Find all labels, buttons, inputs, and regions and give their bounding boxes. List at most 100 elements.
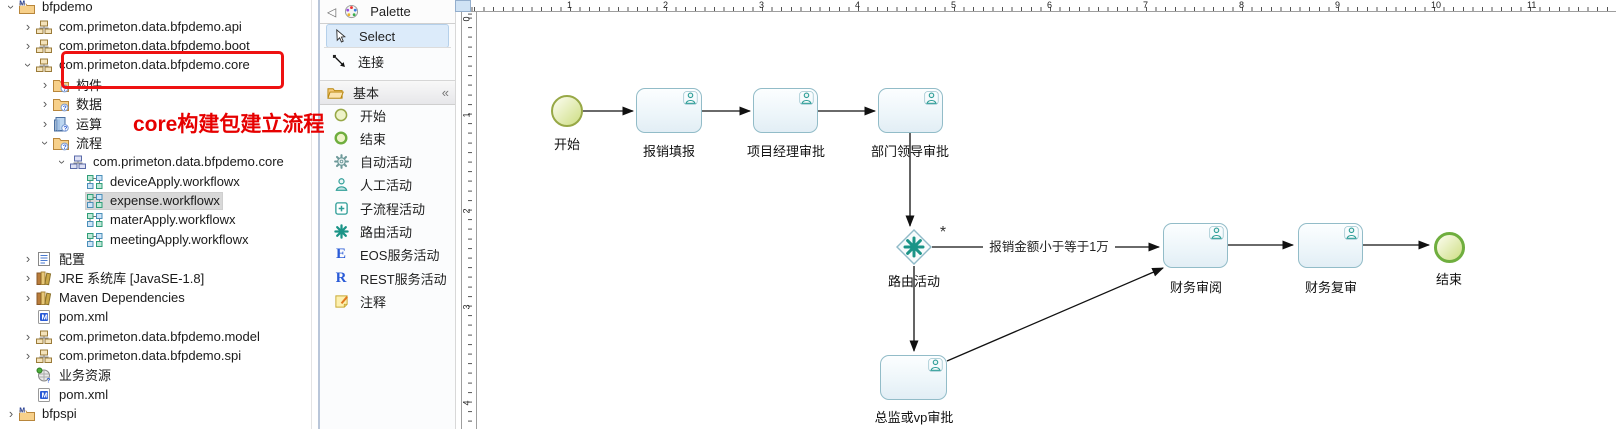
tree-row[interactable]: ›?流程 bbox=[0, 133, 104, 152]
expand-chevron-icon[interactable]: › bbox=[55, 159, 70, 164]
end-circle-icon bbox=[332, 130, 350, 146]
tree-item-label: 业务资源 bbox=[59, 368, 112, 383]
tree-item-label: com.primeton.data.bfpdemo.core bbox=[59, 57, 250, 72]
palette-tool-select[interactable]: Select bbox=[326, 24, 449, 48]
tree-row[interactable]: ›配置 bbox=[0, 249, 87, 268]
tree-item-label: com.primeton.data.bfpdemo.api bbox=[59, 19, 242, 34]
library-icon bbox=[35, 270, 53, 286]
tree-row[interactable]: ?业务资源 bbox=[0, 365, 113, 384]
tree-row-content: Maven Dependencies bbox=[35, 290, 187, 306]
palette-item-label: EOS服务活动 bbox=[360, 248, 440, 264]
tree-row-content: meetingApply.workflowx bbox=[86, 232, 250, 248]
tree-row[interactable]: › com.primeton.data.bfpdemo.core bbox=[0, 55, 252, 74]
palette-item-label: 路由活动 bbox=[360, 225, 413, 240]
expand-chevron-icon[interactable]: › bbox=[25, 269, 31, 285]
flow-node-task-finreview[interactable] bbox=[1163, 223, 1228, 268]
flow-node-end[interactable] bbox=[1434, 232, 1465, 263]
svg-text:M: M bbox=[42, 312, 48, 321]
expand-chevron-icon[interactable]: › bbox=[25, 289, 31, 305]
palette-item-8[interactable]: 注释 bbox=[332, 290, 453, 312]
palette-item-3[interactable]: 人工活动 bbox=[332, 174, 453, 196]
expand-chevron-icon[interactable]: › bbox=[38, 140, 53, 145]
flow-node-task-finrecheck[interactable] bbox=[1298, 223, 1363, 268]
expand-chevron-icon[interactable]: › bbox=[25, 18, 31, 34]
tree-item-label: com.primeton.data.bfpdemo.model bbox=[59, 329, 260, 344]
tree-row[interactable]: ›?运算 bbox=[0, 114, 104, 133]
tree-row[interactable]: deviceApply.workflowx bbox=[0, 172, 242, 191]
flow-edge[interactable] bbox=[946, 267, 1164, 362]
expand-chevron-icon[interactable]: › bbox=[42, 95, 48, 111]
tree-row[interactable]: › Maven Dependencies bbox=[0, 288, 187, 307]
expand-chevron-icon[interactable]: › bbox=[42, 115, 48, 131]
flow-node-task-dept[interactable] bbox=[878, 88, 943, 133]
flow-node-gateway[interactable] bbox=[896, 229, 932, 265]
tree-item-label: Maven Dependencies bbox=[59, 290, 185, 305]
palette-group-basic[interactable]: 基本 « bbox=[320, 80, 455, 105]
palette-tool-connect[interactable]: 连接 bbox=[326, 50, 449, 72]
pom-icon: M bbox=[35, 387, 53, 403]
ruler-number: 2 bbox=[461, 208, 472, 214]
tree-item-label: materApply.workflowx bbox=[110, 212, 236, 227]
tree-row[interactable]: ›com.primeton.data.bfpdemo.core bbox=[0, 152, 286, 171]
horizontal-ruler-ticks bbox=[471, 7, 1616, 11]
expand-chevron-icon[interactable]: › bbox=[25, 37, 31, 53]
palette-collapse-button[interactable]: ◁ bbox=[327, 4, 337, 19]
expand-chevron-icon[interactable]: › bbox=[4, 4, 19, 9]
palette-panel: ◁ Palette Select 连接 基本 « 开始结束自动活动人工活动子流程活… bbox=[318, 0, 456, 429]
tree-row[interactable]: expense.workflowx bbox=[0, 191, 223, 210]
module-icon bbox=[35, 348, 53, 364]
palette-item-label: 注释 bbox=[360, 294, 387, 310]
node-label: 总监或vp审批 bbox=[874, 410, 954, 425]
palette-header: ◁ Palette bbox=[320, 0, 455, 24]
expand-chevron-icon[interactable]: › bbox=[8, 405, 14, 421]
palette-item-1[interactable]: 结束 bbox=[332, 127, 453, 149]
expand-chevron-icon[interactable]: › bbox=[25, 328, 31, 344]
expand-chevron-icon[interactable]: › bbox=[42, 76, 48, 92]
tree-row-content: com.primeton.data.bfpdemo.core bbox=[69, 154, 286, 170]
tree-item-label: deviceApply.workflowx bbox=[110, 174, 240, 189]
tree-row[interactable]: materApply.workflowx bbox=[0, 210, 237, 229]
workflowx-icon bbox=[86, 232, 104, 248]
palette-item-0[interactable]: 开始 bbox=[332, 104, 453, 126]
maven-project-icon: M bbox=[18, 0, 36, 15]
ruler-number: 1 bbox=[567, 0, 573, 10]
tree-row[interactable]: ›JRE 系统库 [JavaSE-1.8] bbox=[0, 268, 206, 287]
node-label: 项目经理审批 bbox=[746, 144, 826, 159]
palette-group-label: 基本 bbox=[353, 86, 380, 101]
tree-row[interactable]: › com.primeton.data.bfpdemo.model bbox=[0, 327, 262, 346]
palette-group-collapse-icon[interactable]: « bbox=[441, 85, 449, 100]
flow-node-task-fill[interactable] bbox=[636, 88, 702, 133]
tree-row[interactable]: ›com.primeton.data.bfpdemo.spi bbox=[0, 346, 243, 365]
palette-item-2[interactable]: 自动活动 bbox=[332, 151, 453, 173]
tree-row[interactable]: ›?构件 bbox=[0, 75, 104, 94]
expand-chevron-icon[interactable]: › bbox=[21, 62, 36, 67]
tree-row-content: ?流程 bbox=[52, 133, 104, 152]
tree-item-label: 数据 bbox=[76, 97, 103, 112]
module-icon bbox=[35, 57, 53, 73]
flow-node-task-vp[interactable] bbox=[880, 355, 947, 400]
tree-row[interactable]: ›com.primeton.data.bfpdemo.boot bbox=[0, 36, 252, 55]
palette-item-4[interactable]: 子流程活动 bbox=[332, 197, 453, 219]
tree-row[interactable]: › com.primeton.data.bfpdemo.api bbox=[0, 17, 244, 36]
expand-chevron-icon[interactable]: › bbox=[25, 347, 31, 363]
selected-row-highlight: expense.workflowx bbox=[85, 191, 223, 210]
tree-row[interactable]: ›? 数据 bbox=[0, 94, 104, 113]
expand-chevron-icon[interactable]: › bbox=[25, 250, 31, 266]
palette-item-5[interactable]: 路由活动 bbox=[332, 221, 453, 243]
svg-text:?: ? bbox=[63, 105, 67, 112]
flow-node-task-pm[interactable] bbox=[753, 88, 818, 133]
tree-row[interactable]: meetingApply.workflowx bbox=[0, 230, 250, 249]
library-icon bbox=[35, 290, 53, 306]
flow-node-start[interactable] bbox=[551, 95, 583, 127]
palette-tool-label: 连接 bbox=[358, 54, 385, 70]
